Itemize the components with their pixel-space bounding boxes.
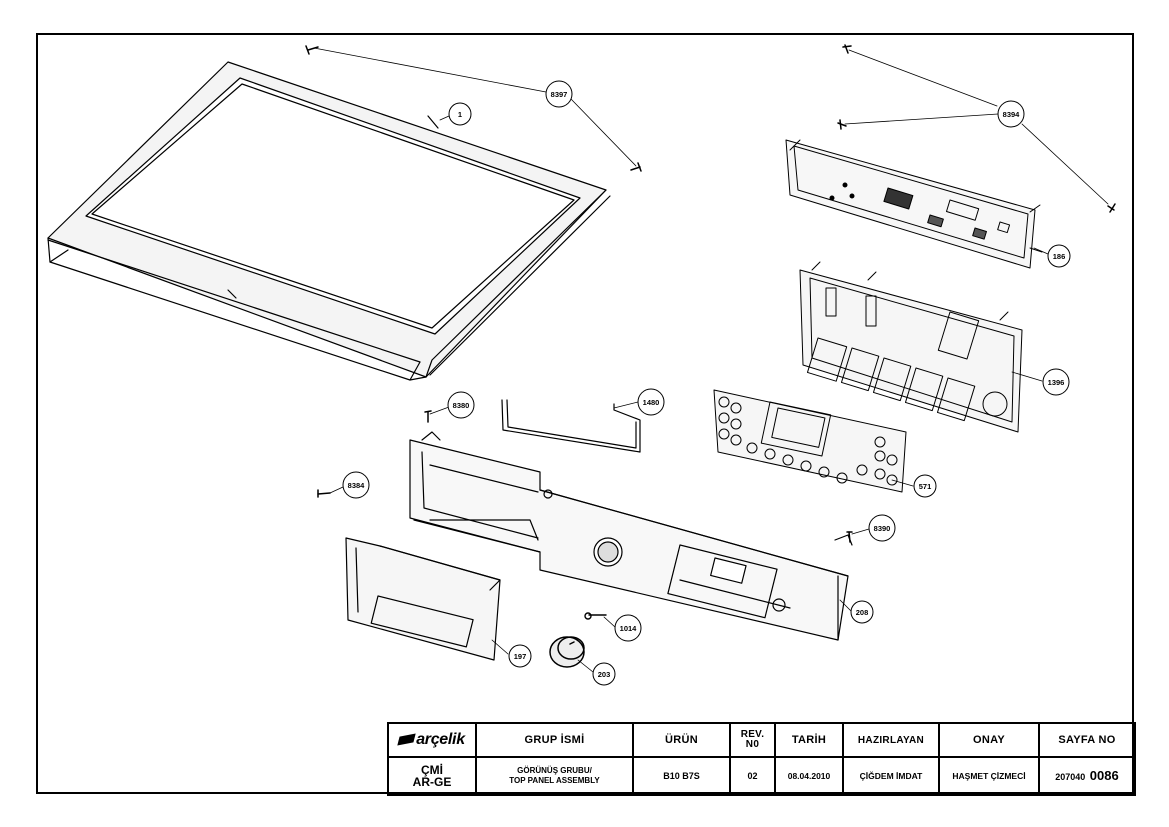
header-product: ÜRÜN [632,722,731,758]
callout-186: 186 [1047,244,1071,268]
rev-value: 02 [729,756,776,796]
callout-1396: 1396 [1042,368,1070,396]
date-value: 08.04.2010 [774,756,844,796]
logo-cell: arçelik [387,722,477,758]
department-cell: ÇMİ AR-GE [387,756,477,796]
callout-label: 1014 [620,624,638,633]
button-frame [713,389,907,493]
callout-label: 186 [1053,252,1066,261]
group-name-line1: GÖRÜNÜŞ GRUBU/ [517,766,592,775]
callout-label: 203 [598,670,611,679]
callout-label: 8384 [348,481,366,490]
callout-208: 208 [850,600,874,624]
group-name-line2: TOP PANEL ASSEMBLY [509,776,600,785]
title-block: arçelik GRUP İSMİ ÜRÜN REV. N0 TARİH HAZ… [387,722,1136,796]
header-group-name: GRUP İSMİ [475,722,634,758]
header-date: TARİH [774,722,844,758]
callout-label: 1 [458,110,462,119]
callout-label: 571 [919,482,932,491]
callout-label: 8390 [874,524,891,533]
callout-8394: 8394 [997,100,1025,128]
brand-logo: arçelik [416,731,465,748]
callout-label: 8397 [551,90,568,99]
page-no-suffix: 0086 [1089,768,1119,783]
product-value: B10 B7S [632,756,731,796]
header-page-no: SAYFA NO [1038,722,1136,758]
callout-203: 203 [592,662,616,686]
callout-label: 1480 [643,398,660,407]
screw-8380 [424,410,432,423]
knob-shaft [584,612,607,620]
header-rev-line1: REV. [740,729,765,740]
logo-mark [397,733,416,746]
screw-8390 [846,531,853,543]
light-guide [501,399,641,453]
callout-1014: 1014 [614,614,642,642]
screw-8384 [317,489,331,498]
callout-1: 1 [448,102,472,126]
button-holder [799,261,1023,433]
callout-label: 1396 [1048,378,1065,387]
approval-value: HAŞMET ÇİZMECİ [938,756,1040,796]
control-panel [409,431,853,641]
callout-label: 197 [514,652,527,661]
program-knob [549,636,585,668]
page-no-prefix: 207040 [1055,772,1086,782]
screw-8394-mid [837,119,847,130]
header-rev-line2: N0 [745,739,760,750]
header-rev: REV. N0 [729,722,776,758]
screw-8397-right [630,162,642,172]
electronic-board [785,139,1043,269]
department-line1: ÇMİ [421,763,443,777]
drawer-front [345,537,501,661]
top-lid [47,61,611,381]
group-name-cell: GÖRÜNÜŞ GRUBU/ TOP PANEL ASSEMBLY [475,756,634,796]
screw-8394-top [842,44,852,54]
callout-571: 571 [913,474,937,498]
callout-8384: 8384 [342,471,370,499]
callout-label: 8380 [453,401,470,410]
callout-label: 208 [856,608,869,617]
page-no-value: 207040 0086 [1038,756,1136,796]
header-prepared-by: HAZIRLAYAN [842,722,940,758]
callout-8397: 8397 [545,80,573,108]
callout-1480: 1480 [637,388,665,416]
department-line2: AR-GE [412,775,452,789]
screw-8397-left [305,45,319,55]
callout-8380: 8380 [447,391,475,419]
callout-8390: 8390 [868,514,896,542]
callout-197: 197 [508,644,532,668]
header-approval: ONAY [938,722,1040,758]
prepared-by-value: ÇİĞDEM İMDAT [842,756,940,796]
leader-lines [313,47,1109,673]
callout-label: 8394 [1003,110,1021,119]
screw-8394-bottom [1107,203,1116,213]
